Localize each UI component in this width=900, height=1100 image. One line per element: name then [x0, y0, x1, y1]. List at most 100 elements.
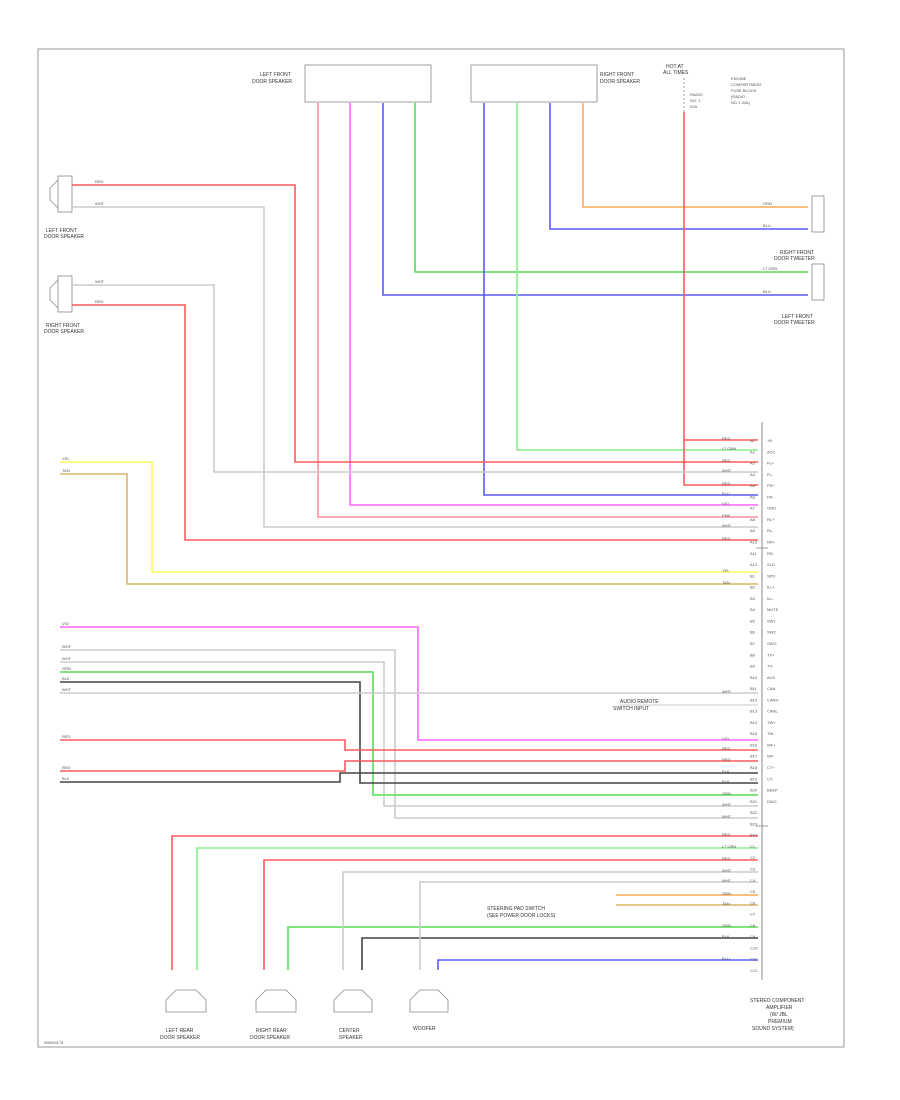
wire-color-tag: VIO [722, 501, 729, 506]
wire-color-tag: LT GRN [722, 844, 736, 849]
receiver-pin-label: GND [767, 506, 776, 511]
receiver-pin-label: CT+ [767, 765, 775, 770]
wire-color-tag: WHT [95, 279, 105, 284]
wire-color-tag: TAN [722, 580, 730, 585]
wire-color-tag: VIO [62, 621, 69, 626]
receiver-pin-label: BEEP [767, 788, 778, 793]
receiver-pin-label: SW2 [767, 630, 776, 635]
receiver-pin-number: A9 [750, 528, 756, 533]
receiver-pin-label: FL- [767, 472, 774, 477]
fuse-block-label-4: (RADIO [731, 94, 745, 99]
diagram-frame [37, 48, 845, 1048]
receiver-pin-label: RR- [767, 551, 775, 556]
wire-color-tag: BLK [62, 676, 70, 681]
right-front-speaker-side-label-2: DOOR SPEAKER [44, 329, 84, 335]
left-front-speaker-side: LEFT FRONT DOOR SPEAKER [44, 175, 84, 240]
left-front-tweeter: LEFT FRONT DOOR TWEETER [774, 263, 825, 326]
wire-color-tag: BLK [722, 934, 730, 939]
receiver-pin-label: WF- [767, 754, 775, 759]
receiver-pin-number: C3 [750, 867, 756, 872]
wire-color-tag: BLU [763, 223, 771, 228]
wire-color-tag: ORN [763, 201, 772, 206]
wire-color-tag: WHT [62, 644, 72, 649]
fuse-block-label-5: NO 1 20A) [731, 100, 751, 105]
wire-color-tag: WHT [62, 656, 72, 661]
wire-color-tag: ORN [722, 891, 731, 896]
wire-color-tag: RED [722, 757, 731, 762]
right-front-tweeter-label-2: DOOR TWEETER [774, 256, 815, 262]
wire-color-tag: WHT [722, 878, 732, 883]
receiver-pin-label: CANH [767, 697, 778, 702]
receiver-pin-number: C10 [750, 945, 758, 950]
receiver-pin-number: B5 [750, 618, 756, 623]
receiver-pin-number: C8 [750, 923, 756, 928]
wire-color-tag: RED [722, 481, 731, 486]
hot-at-all-times-label-1: HOT AT [666, 64, 684, 70]
receiver-pin-number: B16 [750, 742, 758, 747]
receiver-pin-number: B7 [750, 641, 756, 646]
steering-pad-label-2: SWITCH INPUT [613, 706, 649, 712]
receiver-pin-number: B18 [750, 765, 758, 770]
receiver-pin-number: A11 [750, 551, 758, 556]
wire-color-tag: WHT [95, 201, 105, 206]
wire-color-tag: BLU [722, 956, 730, 961]
left-front-door-speaker-top-label-2: DOOR SPEAKER [252, 79, 292, 85]
center-speaker: CENTER SPEAKER [333, 989, 373, 1041]
receiver-pin-number: C6 [750, 900, 756, 905]
receiver-pin-number: B14 [750, 720, 758, 725]
right-rear-speaker-label-1: RIGHT REAR [256, 1028, 287, 1034]
wire-color-tag: RED [722, 436, 731, 441]
fuse-block-label-1: ENGINE [731, 76, 747, 81]
receiver-pin-label: FR- [767, 494, 774, 499]
receiver-pin-label: TW+ [767, 720, 776, 725]
receiver-pin-number: A12 [750, 562, 758, 567]
receiver-pin-label: CT- [767, 776, 774, 781]
wire-color-tag: WHT [722, 802, 732, 807]
wire-tag-group: RED LT GRN RED WHT RED BLU VIO PNK WHT RED YEL TAN W… [62, 179, 777, 961]
receiver-pin-number: A1 [750, 438, 756, 443]
wire-color-tag: LT GRN [722, 446, 736, 451]
receiver-pin-number: B3 [750, 596, 756, 601]
right-front-speaker-side: RIGHT FRONT DOOR SPEAKER [44, 275, 84, 335]
receiver-pin-number: A6 [750, 494, 756, 499]
receiver-pin-label: RR+ [767, 539, 776, 544]
center-speaker-label-2: SPEAKER [339, 1035, 363, 1041]
right-rear-speaker-label-2: DOOR SPEAKER [250, 1035, 290, 1041]
wire-color-tag: RED [722, 832, 731, 837]
right-front-door-speaker-top-label-1: RIGHT FRONT [600, 72, 634, 78]
receiver-pin-label: RL- [767, 528, 774, 533]
right-front-tweeter: RIGHT FRONT DOOR TWEETER [774, 195, 825, 262]
receiver-pin-number: B8 [750, 652, 756, 657]
receiver-pin-label: ACC [767, 449, 776, 454]
receiver-pin-number: B21 [750, 799, 758, 804]
receiver-pin-number: A4 [750, 472, 756, 477]
receiver-pin-number: B22 [750, 810, 758, 815]
wire-color-tag: RED [62, 734, 71, 739]
wire-color-tag: RED [95, 179, 104, 184]
receiver-pin-label: +B [767, 438, 772, 443]
wire-color-tag: RED [62, 765, 71, 770]
fuse-block-label-3: FUSE BLOCK [731, 88, 757, 93]
wire-color-tag: TAN [62, 468, 70, 473]
receiver-pin-number: B20 [750, 788, 758, 793]
steering-pad-2-label-1: STEERING PAD SWITCH [487, 906, 545, 912]
steering-pad-label-1: AUDIO REMOTE [620, 699, 659, 705]
receiver-pin-number: B19 [750, 776, 758, 781]
right-front-speaker-side-label-1: RIGHT FRONT [46, 323, 80, 329]
receiver-pin-number: A5 [750, 483, 756, 488]
wire-color-tag: YEL [62, 456, 70, 461]
receiver-pin-label: DIAG [767, 799, 777, 804]
fuse-label-3: 20A [690, 104, 697, 109]
receiver-pin-label: ILL+ [767, 585, 776, 590]
receiver-pin-label: AUX [767, 675, 776, 680]
wire-color-tag: PNK [722, 513, 731, 518]
left-front-speaker-side-label-2: DOOR SPEAKER [44, 234, 84, 240]
receiver-pin-number: C11 [750, 957, 758, 962]
center-speaker-label-1: CENTER [339, 1028, 360, 1034]
receiver-pin-label: CANL [767, 709, 778, 714]
receiver-label-5: SOUND SYSTEM) [752, 1026, 794, 1032]
receiver-pin-label: SLD [767, 562, 775, 567]
left-front-speaker-side-label-1: LEFT FRONT [46, 228, 77, 234]
